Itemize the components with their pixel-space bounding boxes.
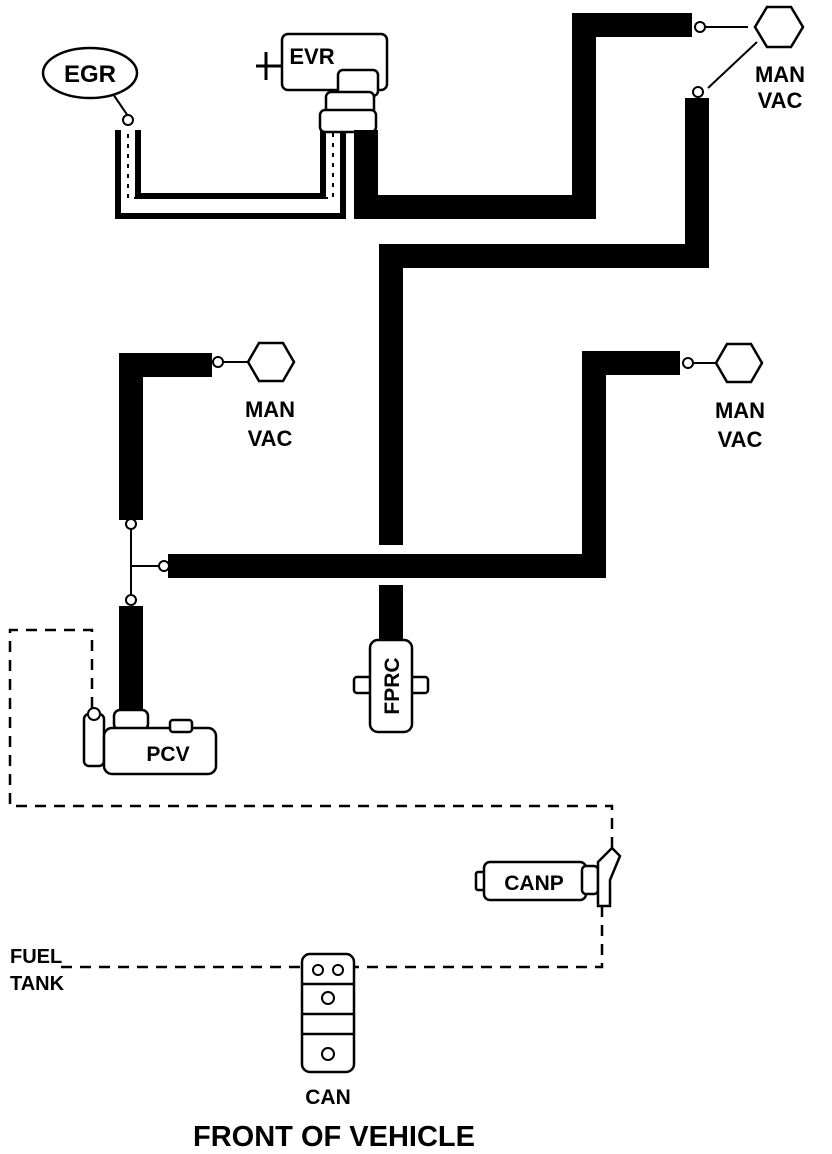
man-vac-left-label-2: VAC [248,426,293,451]
can-label: CAN [305,1086,351,1109]
man-vac-left-label-1: MAN [245,397,295,422]
manifold-vacuum-port-right: MAN VAC [714,342,765,452]
fprc-label: FPRC [381,657,404,714]
egr-valve: EGR [41,46,139,126]
manifold-vacuum-port-left: MAN VAC [245,341,296,451]
pcv-valve: PCV [82,707,218,776]
evr-solenoid: EVR [256,32,389,134]
man-vac-right-label-2: VAC [718,427,763,452]
fprc-vacuum-hose [379,98,709,545]
canp-label: CANP [504,872,564,895]
egr-label: EGR [64,61,116,88]
evr-vacuum-hose [354,13,692,219]
man-vac-right-label-1: MAN [715,398,765,423]
fuel-tank-label-1: FUEL [10,946,62,968]
fuel-tank-label-2: TANK [10,973,65,995]
charcoal-canister: CAN [300,952,356,1109]
manifold-vacuum-port-top: MAN VAC [707,5,805,113]
pcv-upper-vacuum-hose [119,353,212,520]
man-vac-top-label-1: MAN [755,62,805,87]
fuel-pressure-regulator: FPRC [352,638,430,734]
canister-purge-hose [350,906,604,969]
front-of-vehicle-label: FRONT OF VEHICLE [193,1121,475,1153]
evr-label: EVR [289,44,334,69]
crankcase-vent-hose [8,628,614,848]
canister-purge-valve: CANP [474,846,622,908]
vacuum-tee [125,518,170,606]
pcv-label: PCV [146,743,189,766]
egr-hose [115,128,346,219]
man-vac-top-label-2: VAC [758,88,803,113]
cross-vacuum-hose [168,351,680,578]
